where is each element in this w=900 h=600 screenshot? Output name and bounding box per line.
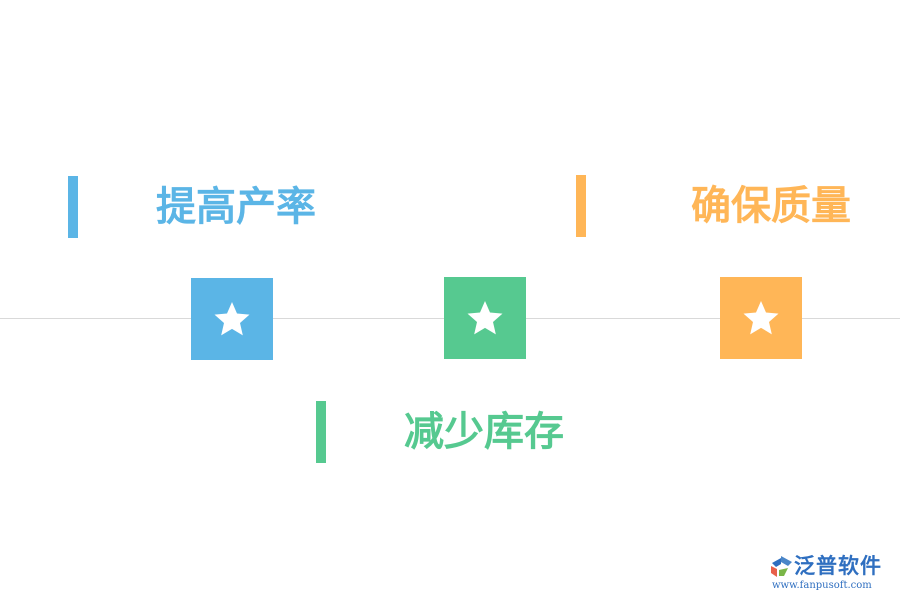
item-2-label: 减少库存	[404, 409, 564, 455]
item-2-bar	[316, 401, 326, 463]
marker-1	[191, 278, 273, 360]
brand-url: www.fanpusoft.com	[772, 580, 872, 591]
marker-2	[444, 277, 526, 359]
star-icon	[214, 302, 250, 336]
brand-watermark: 泛普软件 www.fanpusoft.com	[768, 552, 892, 592]
item-3-label: 确保质量	[691, 183, 851, 229]
item-3-bar	[576, 175, 586, 237]
marker-3	[720, 277, 802, 359]
item-1-bar	[68, 176, 78, 238]
brand-name: 泛普软件	[794, 554, 882, 578]
item-1-label: 提高产率	[156, 184, 316, 230]
star-icon	[743, 301, 779, 335]
fanpu-logo-icon	[771, 556, 792, 577]
star-icon	[467, 301, 503, 335]
